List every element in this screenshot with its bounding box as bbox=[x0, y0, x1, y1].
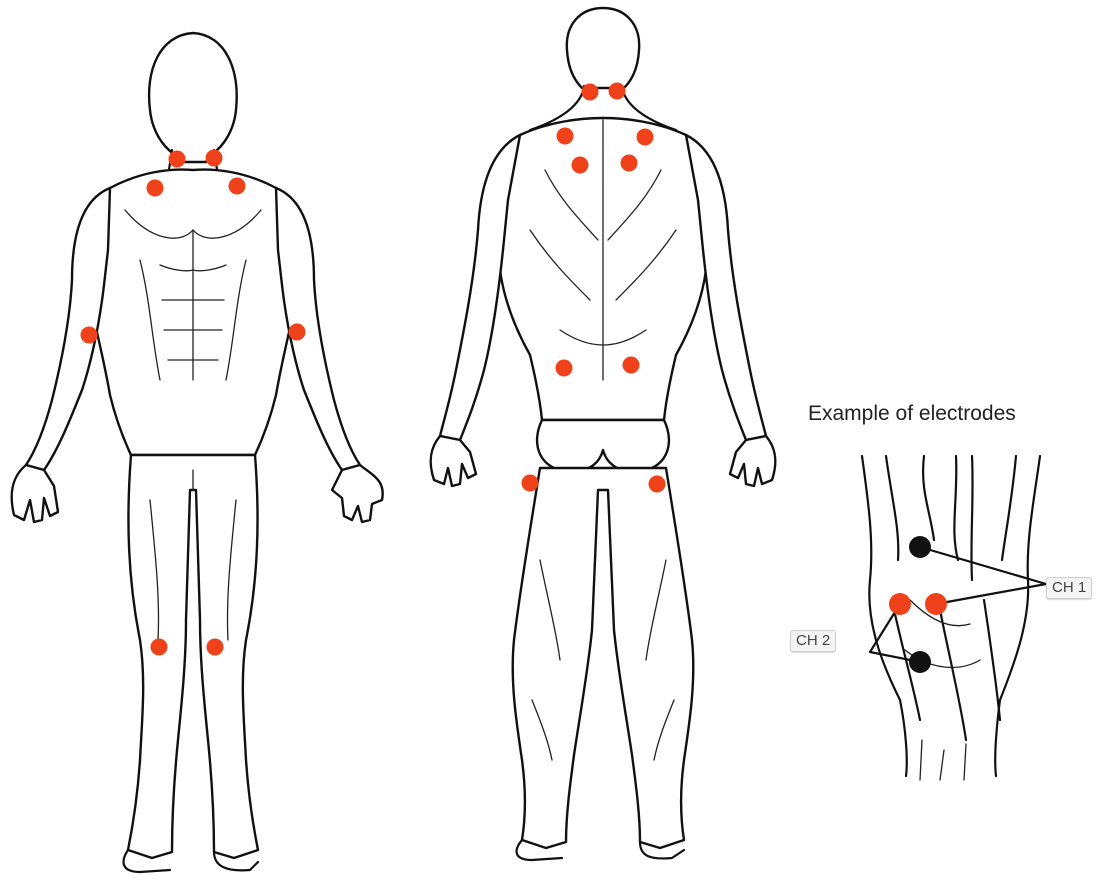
ch1-label: CH 1 bbox=[1046, 577, 1092, 599]
example-caption: Example of electrodes bbox=[808, 402, 1016, 426]
front-electrode-point bbox=[147, 180, 164, 197]
back-electrode-point bbox=[572, 157, 589, 174]
back-electrode-point bbox=[522, 475, 539, 492]
back-electrode-point bbox=[609, 83, 626, 100]
front-electrode-point bbox=[207, 639, 224, 656]
back-body-figure bbox=[431, 8, 776, 860]
example-electrode-orange bbox=[925, 593, 947, 615]
back-electrode-point bbox=[623, 357, 640, 374]
back-electrode-point bbox=[557, 128, 574, 145]
ch2-label: CH 2 bbox=[790, 630, 836, 652]
back-electrode-point bbox=[582, 84, 599, 101]
knee-example-illustration bbox=[862, 456, 1040, 780]
front-electrode-point bbox=[229, 178, 246, 195]
front-electrode-point bbox=[81, 327, 98, 344]
back-electrode-point bbox=[621, 155, 638, 172]
example-electrode-black bbox=[909, 651, 931, 673]
example-electrode-black bbox=[909, 536, 931, 558]
back-electrode-point bbox=[649, 476, 666, 493]
front-electrode-point bbox=[169, 151, 186, 168]
back-electrode-point bbox=[637, 129, 654, 146]
front-electrode-point bbox=[151, 639, 168, 656]
example-electrode-orange bbox=[889, 593, 911, 615]
front-electrode-point bbox=[289, 324, 306, 341]
back-electrode-point bbox=[556, 360, 573, 377]
front-electrode-point bbox=[206, 150, 223, 167]
front-body-figure bbox=[12, 33, 383, 872]
